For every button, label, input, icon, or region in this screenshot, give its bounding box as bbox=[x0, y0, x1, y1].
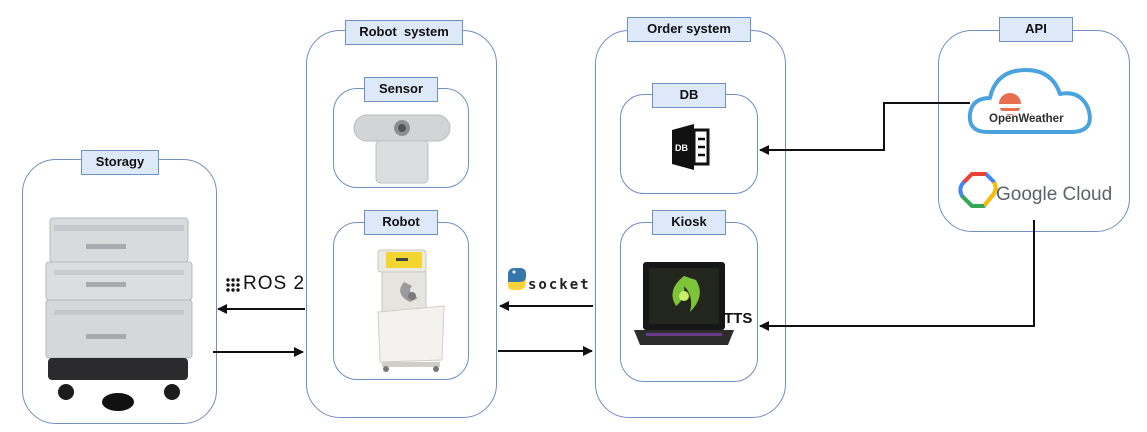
openweather-logo bbox=[967, 68, 1092, 134]
arrow-openweather-to-db bbox=[759, 102, 970, 155]
database-icon: DB bbox=[672, 124, 710, 170]
webcam-sensor-image bbox=[353, 114, 451, 184]
google-cloud-label: Google Cloud bbox=[996, 184, 1113, 205]
ros-dots-icon bbox=[226, 278, 240, 292]
arrow-googlecloud-to-kiosk bbox=[759, 220, 1035, 331]
sensor-title: Sensor bbox=[364, 77, 438, 102]
google-cloud-logo-icon bbox=[958, 172, 998, 208]
robot-system-title: Robot system bbox=[345, 20, 463, 45]
api-title: API bbox=[999, 17, 1073, 42]
openweather-label: OpenWeather bbox=[989, 113, 1064, 125]
ros2-label: ROS 2 bbox=[243, 273, 306, 294]
python-socket-icon bbox=[508, 268, 526, 290]
storagy-cart-image bbox=[45, 217, 193, 411]
storagy-title: Storagy bbox=[81, 150, 159, 175]
order-system-title: Order system bbox=[627, 17, 751, 42]
db-title: DB bbox=[652, 83, 726, 108]
robot-image bbox=[377, 249, 445, 372]
kiosk-laptop-image bbox=[634, 262, 734, 345]
svg-text:DB: DB bbox=[675, 143, 688, 153]
socket-label: socket bbox=[528, 277, 591, 293]
kiosk-title: Kiosk bbox=[652, 210, 726, 235]
robot-title: Robot bbox=[364, 210, 438, 235]
tts-label: TTS bbox=[724, 310, 753, 327]
